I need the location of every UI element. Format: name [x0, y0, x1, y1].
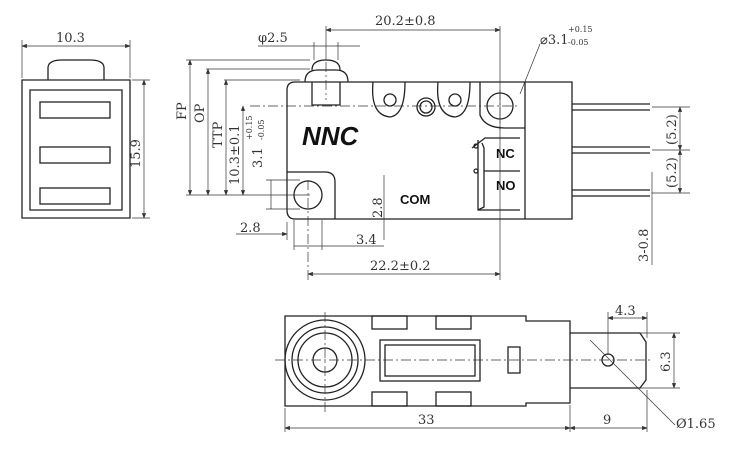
hole-dia-label: ⌀3.1	[540, 33, 569, 48]
ttp-label: TTP	[211, 121, 226, 148]
term-hole-label: Ø1.65	[676, 417, 716, 432]
nc-label: NC	[496, 146, 515, 161]
hole-span-label: 22.2±0.2	[370, 259, 431, 274]
no-label: NO	[496, 178, 516, 193]
brand-logo: NNC	[302, 121, 360, 151]
fp-label: FP	[175, 102, 190, 120]
term-thickness-label: 3-0.8	[637, 229, 652, 262]
pitch-label: 20.2±0.8	[375, 14, 436, 29]
com-label: COM	[400, 192, 430, 207]
term-pitch2-label: (5.2)	[665, 157, 680, 188]
side-height-label: 15.9	[129, 139, 144, 168]
hole2-tol-minus: -0.05	[257, 119, 266, 140]
bottom-view: 33 9 4.3 6.3 Ø1.65	[275, 304, 716, 432]
term-length-label: 9	[603, 413, 611, 428]
plunger-dia-label: φ2.5	[258, 31, 288, 46]
dim-3-4: 3.4	[356, 233, 377, 248]
hole-tol-minus: -0.05	[568, 38, 589, 47]
hole2-tol-plus: +0.15	[245, 115, 254, 140]
term-pitch1-label: (5.2)	[665, 114, 680, 145]
op-label: OP	[193, 103, 208, 123]
side-width-label: 10.3	[56, 31, 85, 46]
hole-tol-plus: +0.15	[568, 25, 593, 34]
length-label: 33	[418, 413, 435, 428]
hole-position-label: 4.3	[615, 304, 636, 319]
dim-2-8-vertical: 2.8	[371, 197, 386, 218]
side-view: 10.3 15.9	[21, 31, 150, 219]
hole2-label: 3.1	[251, 147, 266, 168]
term-width-label: 6.3	[659, 351, 674, 372]
dim-2-8-horizontal: 2.8	[240, 221, 261, 236]
front-view: NNC NC NO COM 20.2±0.8 φ2.5 ⌀3.1 +0.15 -…	[175, 14, 690, 280]
hole-height-label: 10.3±0.1	[228, 124, 243, 185]
